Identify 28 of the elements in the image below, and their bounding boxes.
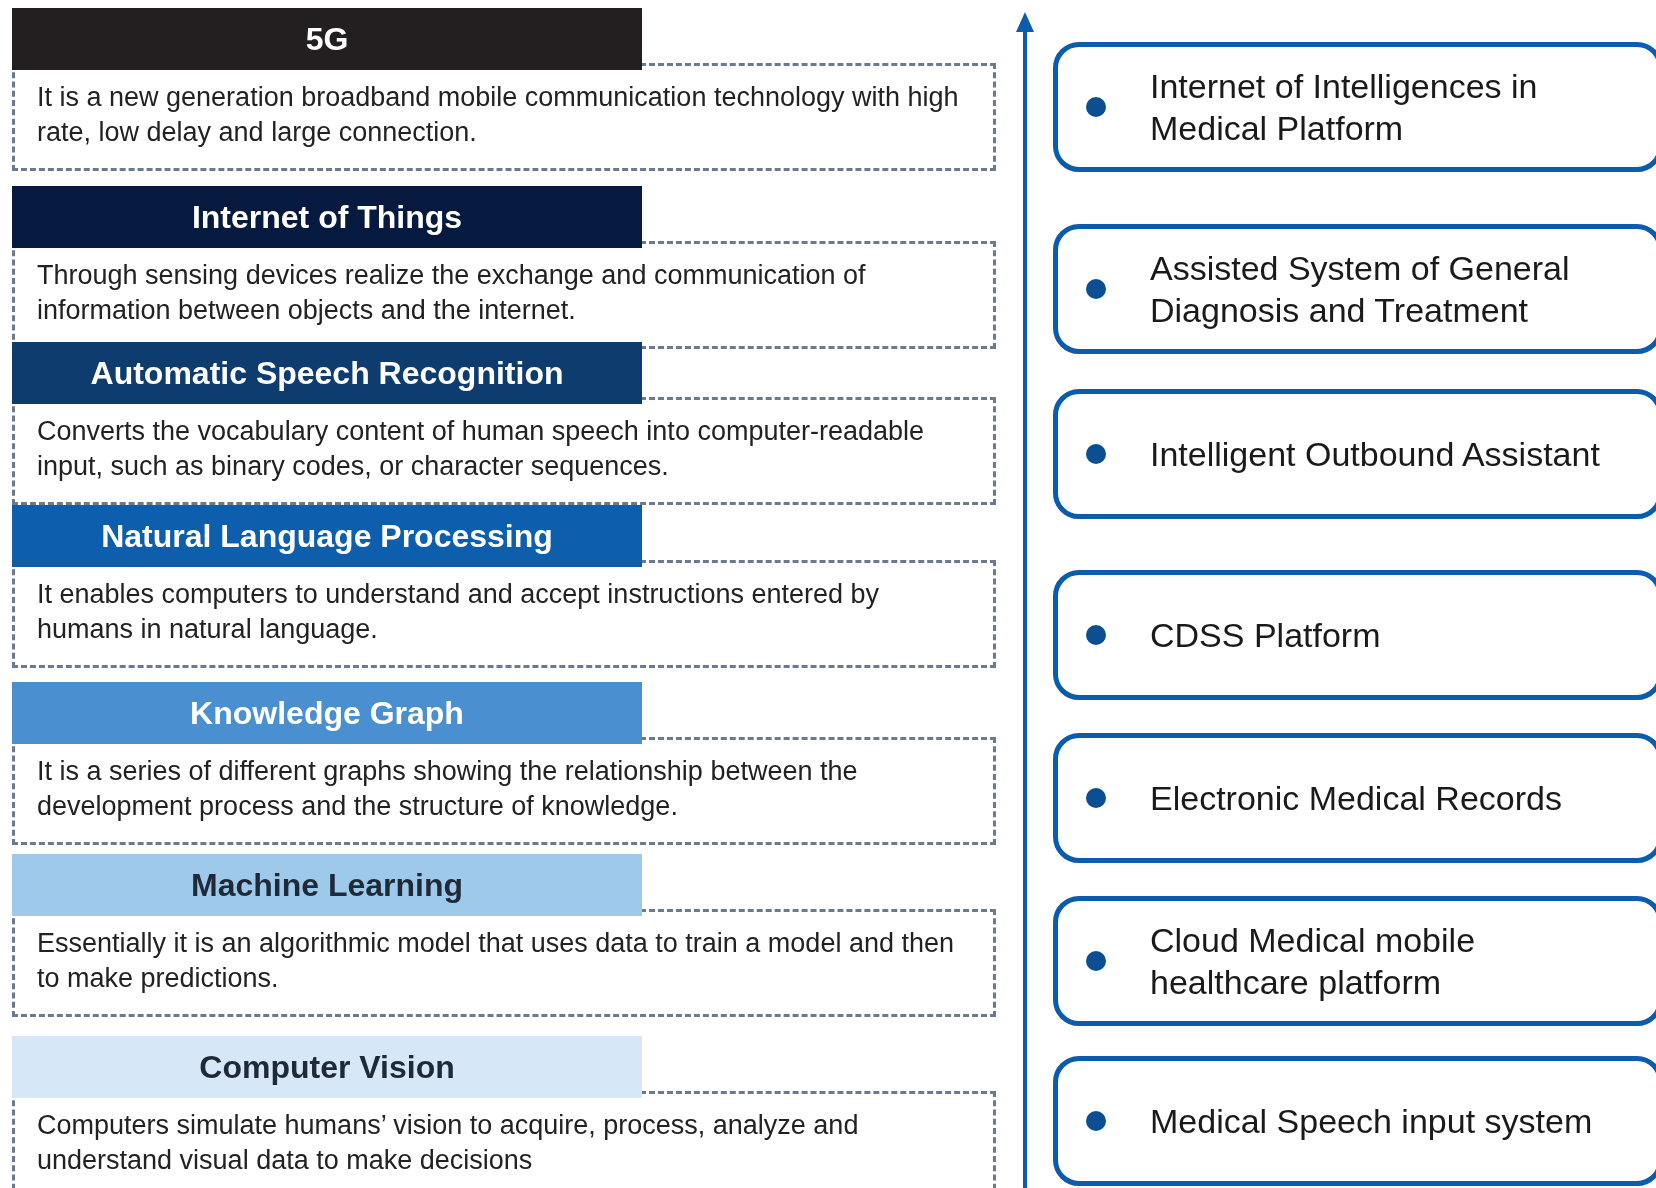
description-text: It is a series of different graphs showing the relationship between the development process and the structure of knowledge. <box>37 755 859 823</box>
heading-band: Internet of Things <box>12 186 642 248</box>
heading-band: Machine Learning <box>12 854 642 916</box>
application-box <box>1053 389 1656 519</box>
application-name: Internet of Intelligences in Medical Platform <box>1150 66 1539 149</box>
description-text: Computers simulate humans’ vision to acquire, process, analyze and understand visual data to make decisions <box>37 1109 860 1177</box>
description-text: It enables computers to understand and accept instructions entered by humans in natural language. <box>37 578 880 646</box>
application-box <box>1053 896 1656 1026</box>
heading-band: Knowledge Graph <box>12 682 642 744</box>
heading-band: Natural Language Processing <box>12 505 642 567</box>
description-text: Essentially it is an algorithmic model that uses data to train a model and then to make predictions. <box>37 927 955 995</box>
application-box <box>1053 224 1656 354</box>
application-name: Electronic Medical Records <box>1150 778 1563 819</box>
application-name: Cloud Medical mobile healthcare platform <box>1150 920 1477 1003</box>
description-text: Converts the vocabulary content of human speech into computer-readable input, such as binary codes, or character sequences. <box>37 415 926 483</box>
description-text: It is a new generation broadband mobile communication technology with high rate, low delay and large connection. <box>37 81 960 149</box>
application-name: CDSS Platform <box>1150 615 1382 656</box>
application-box <box>1053 570 1656 700</box>
application-name: Intelligent Outbound Assistant <box>1150 434 1601 475</box>
application-box <box>1053 733 1656 863</box>
application-box <box>1053 1056 1656 1186</box>
heading-band: 5G <box>12 8 642 70</box>
description-text: Through sensing devices realize the exchange and communication of information between objects and the internet. <box>37 259 867 327</box>
heading-band: Automatic Speech Recognition <box>12 342 642 404</box>
application-name: Medical Speech input system <box>1150 1101 1594 1142</box>
application-box <box>1053 42 1656 172</box>
heading-band: Computer Vision <box>12 1036 642 1098</box>
application-name: Assisted System of General Diagnosis and Treatment <box>1150 248 1571 331</box>
